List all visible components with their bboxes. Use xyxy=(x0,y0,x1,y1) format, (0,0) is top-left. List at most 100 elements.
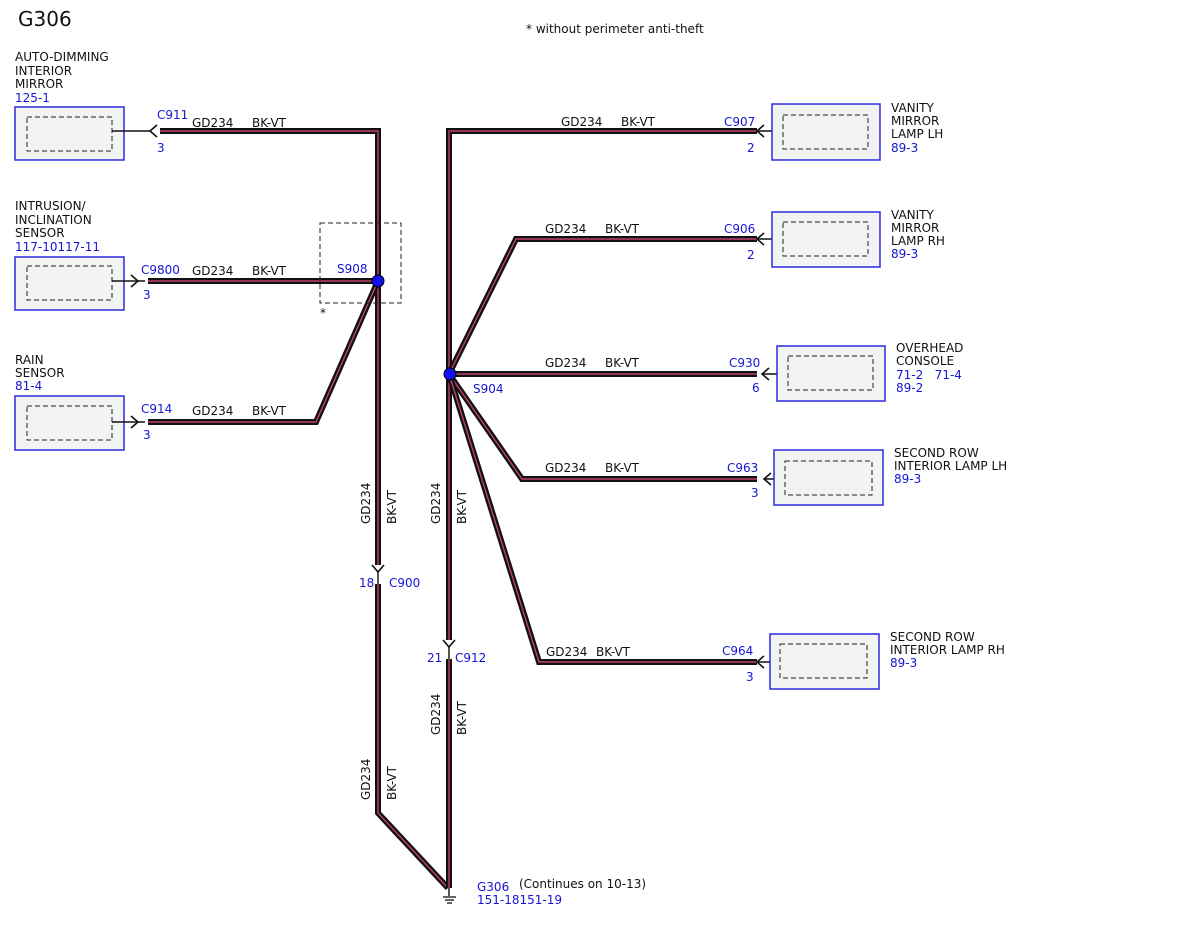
connector-label: C906 xyxy=(724,222,755,236)
page-title: G306 xyxy=(18,7,72,31)
component-inner-outline xyxy=(782,114,869,150)
connector-label: C914 xyxy=(141,402,172,416)
wire-c900-to-ground xyxy=(375,584,451,891)
connector-label: C907 xyxy=(724,115,755,129)
splice-label: S904 xyxy=(473,382,504,396)
wire-color-label: BK-VT xyxy=(596,645,631,659)
ground-g306[interactable]: G306 (Continues on 10-13) 151-18151-19 xyxy=(443,877,646,907)
splice-s904[interactable]: S904 xyxy=(443,367,504,396)
wire-color-label: BK-VT xyxy=(385,765,399,800)
component-name-line: MIRROR xyxy=(891,221,939,235)
component-intrusion-sensor[interactable]: INTRUSION/ INCLINATION SENSOR 117-10117-… xyxy=(14,199,180,311)
ground-ref: 151-18151-19 xyxy=(477,893,562,907)
component-ref: 89-3 xyxy=(891,247,918,261)
wire-color-label: BK-VT xyxy=(605,461,640,475)
connector-label: C963 xyxy=(727,461,758,475)
wire-circuit-label: GD234 xyxy=(561,115,602,129)
component-second-row-lamp-rh[interactable]: C964 3 SECOND ROW INTERIOR LAMP RH 89-3 xyxy=(722,630,1005,690)
connector-pin: 3 xyxy=(746,670,754,684)
wire-labels: GD234 BK-VT GD234 BK-VT GD234 BK-VT GD23… xyxy=(192,115,656,800)
component-name-line: OVERHEAD xyxy=(896,341,963,355)
component-ref: 89-3 xyxy=(890,656,917,670)
component-second-row-lamp-lh[interactable]: C963 3 SECOND ROW INTERIOR LAMP LH 89-3 xyxy=(727,446,1007,506)
component-ref: 117-10117-11 xyxy=(15,240,100,254)
component-name-line: VANITY xyxy=(891,208,934,222)
component-name-line: VANITY xyxy=(891,101,934,115)
component-auto-dimming-mirror[interactable]: AUTO-DIMMING INTERIOR MIRROR 125-1 C911 … xyxy=(14,50,188,161)
splice-s908[interactable]: * S908 xyxy=(319,222,402,320)
component-inner-outline xyxy=(782,221,869,257)
component-ref: 71-2 71-4 xyxy=(896,368,962,382)
component-name-line: SECOND ROW xyxy=(894,446,979,460)
connector-label: C930 xyxy=(729,356,760,370)
wire-c906-to-s904 xyxy=(446,236,757,376)
wire-color-label: BK-VT xyxy=(252,404,287,418)
splice-option-outline xyxy=(319,222,402,304)
connector-label: C912 xyxy=(455,651,486,665)
component-inner-outline xyxy=(779,643,868,679)
splice-label: S908 xyxy=(337,262,368,276)
connector-arrow-icon xyxy=(148,124,158,138)
connector-pin: 21 xyxy=(427,651,442,665)
component-rain-sensor[interactable]: RAIN SENSOR 81-4 C914 3 xyxy=(14,353,172,451)
component-name-line: INTERIOR xyxy=(15,64,72,78)
wire-harness xyxy=(148,128,757,891)
ground-note: (Continues on 10-13) xyxy=(519,877,646,891)
connector-arrow-icon xyxy=(130,415,140,429)
component-vanity-mirror-lamp-lh[interactable]: C907 2 VANITY MIRROR LAMP LH 89-3 xyxy=(724,101,943,161)
component-ref: 81-4 xyxy=(15,379,42,393)
connector-pin: 18 xyxy=(359,576,374,590)
connector-label: C964 xyxy=(722,644,753,658)
inline-connector-c912[interactable]: 21 C912 xyxy=(427,639,486,665)
wire-color-label: BK-VT xyxy=(252,116,287,130)
inline-connector-c900[interactable]: 18 C900 xyxy=(359,564,420,590)
wire-color-label: BK-VT xyxy=(252,264,287,278)
wire-color-label: BK-VT xyxy=(621,115,656,129)
component-inner-outline xyxy=(26,405,113,441)
connector-pin: 3 xyxy=(143,428,151,442)
footnote-marker: * xyxy=(320,306,326,320)
component-name-line: INTERIOR LAMP RH xyxy=(890,643,1005,657)
connector-label: C911 xyxy=(157,108,188,122)
connector-pin: 3 xyxy=(157,141,165,155)
footnote: * without perimeter anti-theft xyxy=(526,22,704,36)
component-ref: 125-1 xyxy=(15,91,50,105)
component-box xyxy=(769,633,880,690)
component-name-line: MIRROR xyxy=(891,114,939,128)
component-name-line: AUTO-DIMMING xyxy=(15,50,109,64)
component-name-line: LAMP LH xyxy=(891,127,943,141)
connector-pin: 3 xyxy=(143,288,151,302)
component-name-line: INTRUSION/ xyxy=(15,199,87,213)
component-name-line: INTERIOR LAMP LH xyxy=(894,459,1007,473)
wire-circuit-label: GD234 xyxy=(192,264,233,278)
wire-circuit-label: GD234 xyxy=(546,645,587,659)
splice-dot xyxy=(443,367,457,381)
wire-circuit-label: GD234 xyxy=(359,483,373,524)
component-box xyxy=(14,395,125,451)
wire-color-label: BK-VT xyxy=(455,700,469,735)
connector-arrow-icon xyxy=(130,274,140,288)
component-vanity-mirror-lamp-rh[interactable]: C906 2 VANITY MIRROR LAMP RH 89-3 xyxy=(724,208,945,268)
ground-label: G306 xyxy=(477,880,509,894)
wire-circuit-label: GD234 xyxy=(545,356,586,370)
component-ref: 89-3 xyxy=(891,141,918,155)
wire-c964-to-s904 xyxy=(446,373,757,665)
component-ref: 89-3 xyxy=(894,472,921,486)
component-inner-outline xyxy=(26,116,113,152)
component-name-line: MIRROR xyxy=(15,77,63,91)
component-box xyxy=(776,345,886,402)
component-name-line: SENSOR xyxy=(15,366,65,380)
connector-label: C9800 xyxy=(141,263,180,277)
connector-pin: 2 xyxy=(747,248,755,262)
component-inner-outline xyxy=(787,355,874,391)
wire-circuit-label: GD234 xyxy=(429,483,443,524)
connector-pin: 2 xyxy=(747,141,755,155)
component-box xyxy=(771,211,881,268)
component-name-line: INCLINATION xyxy=(15,213,92,227)
component-name-line: CONSOLE xyxy=(896,354,954,368)
wire-color-label: BK-VT xyxy=(385,489,399,524)
wire-color-label: BK-VT xyxy=(605,356,640,370)
component-box xyxy=(14,106,125,161)
component-overhead-console[interactable]: C930 6 OVERHEAD CONSOLE 71-2 71-4 89-2 xyxy=(729,341,963,402)
component-name-line: LAMP RH xyxy=(891,234,945,248)
